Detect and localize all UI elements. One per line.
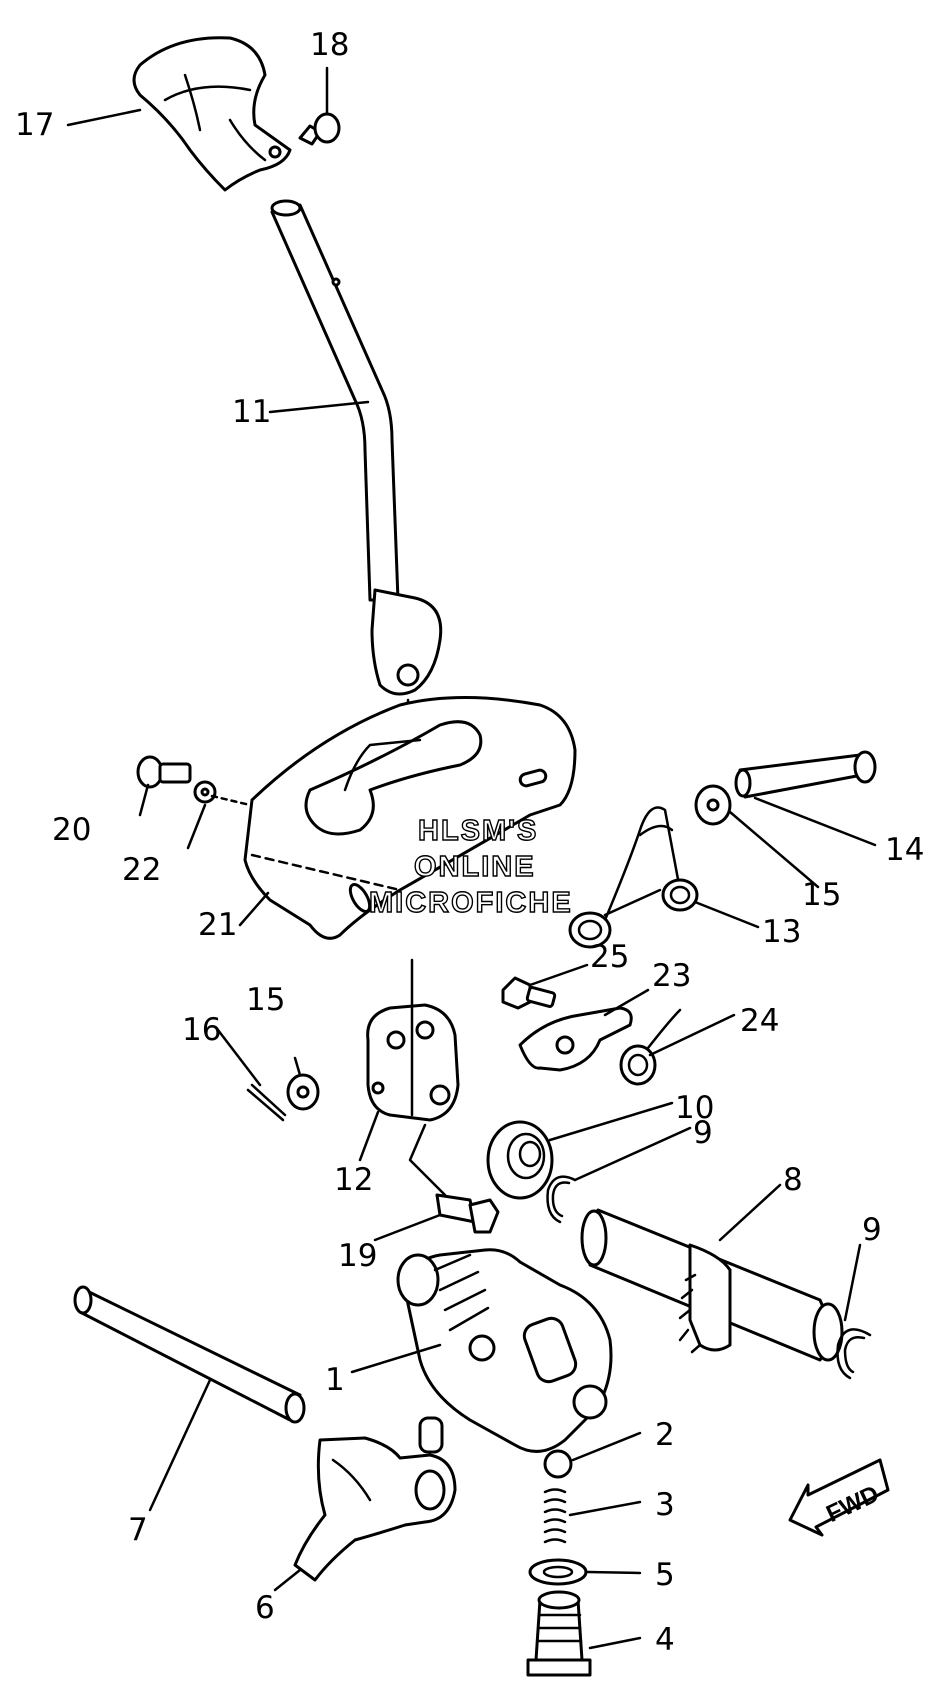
callout-12: 12 [334,1162,373,1198]
fwd-arrow: FWD [788,1458,890,1537]
detent-lever [518,1006,633,1072]
callout-23: 23 [652,958,691,994]
callout-25: 25 [590,939,629,975]
knob-plug [298,112,341,146]
watermark-line1: HLSM'S [418,815,538,847]
callout-3: 3 [655,1487,675,1523]
watermark-line3: MICROFICHE [369,887,573,919]
callout-15-upper: 15 [802,877,841,913]
callout-9-lower: 9 [862,1212,882,1248]
cotter-pin [246,1083,287,1122]
callout-22: 22 [122,852,161,888]
plug-bolt [526,1590,592,1677]
callout-8: 8 [783,1162,803,1198]
callout-14: 14 [885,832,924,868]
callout-10: 10 [675,1090,714,1126]
washer-15-lower [286,1073,320,1111]
callout-13: 13 [762,914,801,950]
bolt-19 [408,1123,500,1234]
callout-20: 20 [52,812,91,848]
washer-15-upper [694,784,732,826]
torsion-spring-13 [568,806,699,949]
callout-16: 16 [182,1012,221,1048]
watermark: HLSM'S ONLINE MICROFICHE [368,814,573,919]
callout-19: 19 [338,1238,377,1274]
callout-21: 21 [198,907,237,943]
shift-drum [396,1248,613,1453]
shift-fork [293,1416,457,1582]
callout-15-lower: 15 [246,982,285,1018]
callout-17: 17 [15,107,54,143]
lever-bracket [366,958,460,1122]
screw-20 [136,755,192,789]
shaft-pin [734,750,877,799]
shift-guide [243,696,577,940]
callout-1: 1 [325,1362,345,1398]
shift-knob [132,36,292,192]
bolt-25 [501,976,557,1010]
callout-2: 2 [655,1417,675,1453]
callout-5: 5 [655,1557,675,1593]
watermark-line2: ONLINE [414,851,536,883]
callout-24: 24 [740,1003,779,1039]
washer-5 [528,1558,588,1586]
callout-6: 6 [255,1590,275,1626]
detent-spring [543,1488,567,1544]
shift-lever [270,199,443,772]
callout-7: 7 [128,1512,148,1548]
spring-24 [619,1008,682,1086]
callout-11: 11 [232,394,271,430]
oil-seal [486,1120,554,1200]
callout-9-upper: 9 [693,1115,713,1151]
detent-ball [543,1449,573,1479]
fork-shaft [73,1285,306,1424]
circlip-9-lower [836,1328,872,1380]
callouts: 17 18 11 20 22 21 14 15 13 25 23 24 15 1… [15,27,924,1658]
circlip-9-upper [546,1175,577,1224]
callout-4: 4 [655,1622,675,1658]
washer-22 [193,780,252,807]
leader-lines [66,66,877,1650]
shift-shaft [580,1208,844,1362]
callout-18: 18 [310,27,349,63]
